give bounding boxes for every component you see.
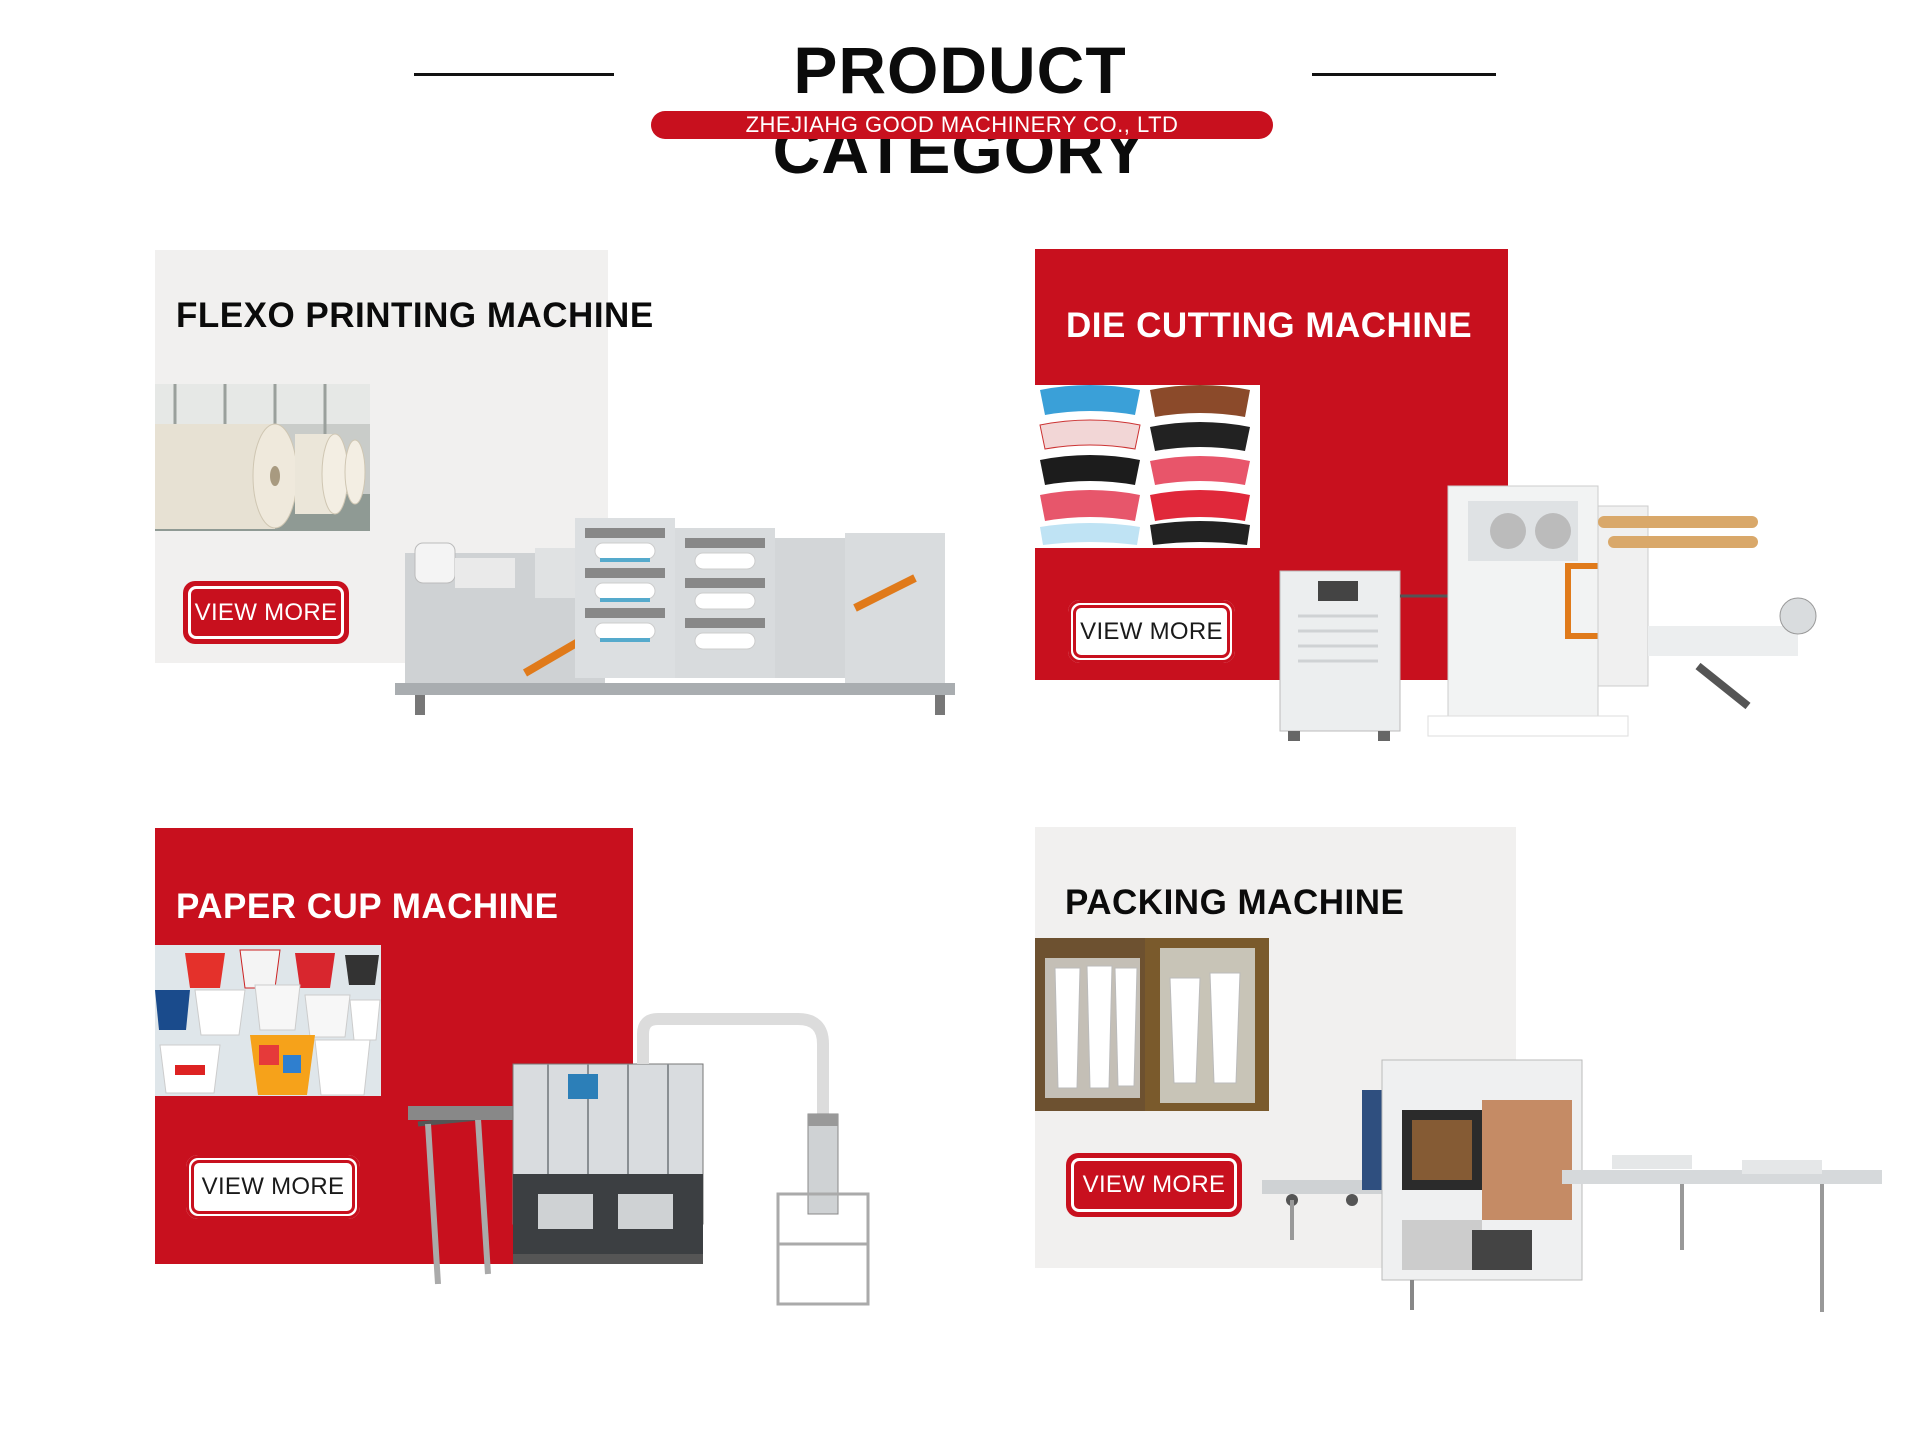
- flexo-view-more-label: VIEW MORE: [188, 586, 344, 639]
- packing-view-more-button[interactable]: VIEW MORE: [1066, 1153, 1242, 1217]
- header-line-right: [1312, 73, 1496, 76]
- page-title: PRODUCT CATEGORY: [772, 33, 1148, 187]
- flexo-view-more-button[interactable]: VIEW MORE: [183, 581, 349, 644]
- die-cutting-view-more-button[interactable]: VIEW MORE: [1068, 600, 1235, 663]
- cup-fan-samples-photo: [1035, 385, 1260, 548]
- packing-view-more-label: VIEW MORE: [1071, 1158, 1237, 1212]
- packing-machine-image: [1262, 1050, 1882, 1332]
- paper-cup-view-more-label: VIEW MORE: [191, 1160, 355, 1214]
- paper-rolls-photo: [155, 384, 370, 531]
- card-flexo-title: FLEXO PRINTING MACHINE: [176, 296, 654, 335]
- company-name-badge: ZHEJIAHG GOOD MACHINERY CO., LTD: [651, 111, 1273, 139]
- packed-cups-photo: [1035, 938, 1269, 1111]
- card-packing-title: PACKING MACHINE: [1065, 883, 1405, 922]
- card-die-cutting-title: DIE CUTTING MACHINE: [1066, 306, 1473, 345]
- header-line-left: [414, 73, 614, 76]
- card-paper-cup-title: PAPER CUP MACHINE: [176, 887, 559, 926]
- paper-cup-machine-image: [408, 994, 948, 1316]
- paper-cups-photo: [155, 945, 381, 1096]
- paper-cup-view-more-button[interactable]: VIEW MORE: [186, 1155, 360, 1219]
- flexo-printing-machine-image: [395, 498, 960, 720]
- die-cutting-machine-image: [1278, 466, 1838, 742]
- die-cutting-view-more-label: VIEW MORE: [1073, 605, 1230, 658]
